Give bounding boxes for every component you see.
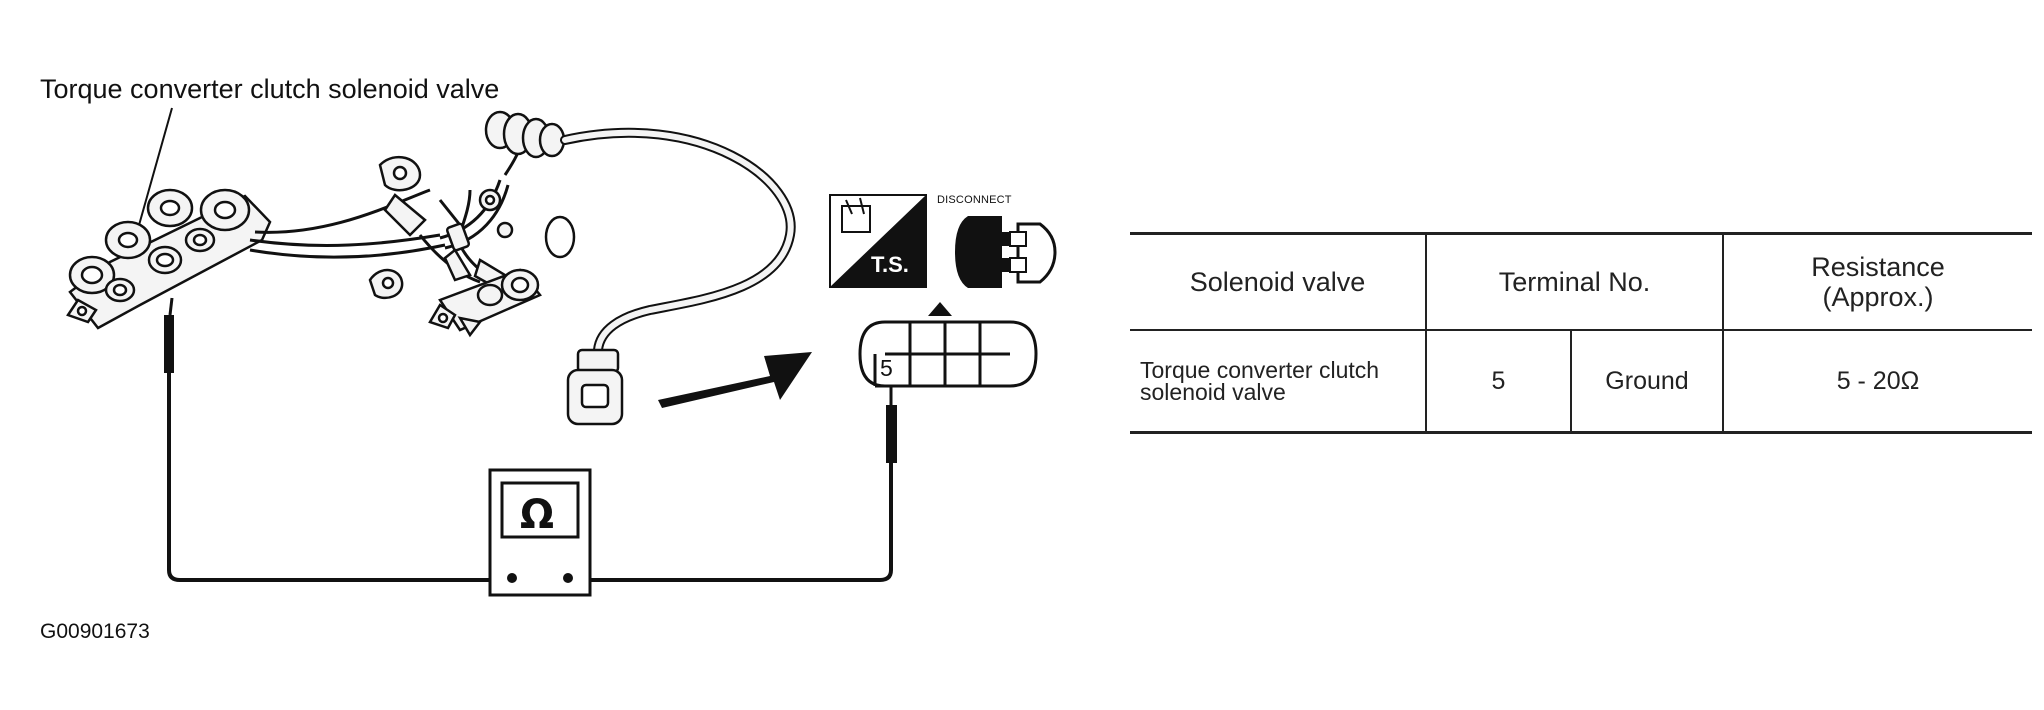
connector-pin-label: 5: [880, 355, 893, 381]
resistance-spec-table: Solenoid valve Terminal No. Resistance (…: [1130, 232, 2032, 434]
terminal-service-icon: [829, 194, 927, 288]
solenoid-callout-label: Torque converter clutch solenoid valve: [40, 74, 500, 104]
header-terminal-no: Terminal No.: [1425, 233, 1723, 330]
disconnect-label: DISCONNECT: [937, 194, 1012, 206]
solenoid-valve-body: [66, 188, 272, 330]
table-header-row: Solenoid valve Terminal No. Resistance (…: [1130, 233, 2032, 330]
cell-terminal-a: 5: [1425, 330, 1571, 433]
connector-face: [858, 320, 1038, 388]
cell-terminal-b: Ground: [1570, 330, 1723, 433]
secondary-solenoid: [428, 268, 542, 338]
wiring-diagram: [66, 107, 1057, 597]
arrow-right-icon: [658, 352, 812, 408]
header-resistance: Resistance (Approx.): [1722, 233, 2032, 330]
cell-valve: Torque converter clutch solenoid valve: [1140, 357, 1380, 405]
grommet: [484, 110, 566, 159]
probe-right: [886, 385, 897, 570]
ohmmeter-icon: [488, 468, 592, 597]
test-lead-right: [572, 569, 893, 582]
harness-clips: [368, 155, 576, 300]
cell-resistance: 5 - 20Ω: [1722, 330, 2032, 433]
probe-left: [164, 297, 174, 570]
header-solenoid-valve: Solenoid valve: [1189, 267, 1366, 297]
ts-label: T.S.: [871, 252, 909, 277]
disconnect-connector-icon: [955, 216, 1057, 288]
ohm-symbol: Ω: [520, 492, 555, 538]
test-lead-left: [167, 569, 512, 582]
long-harness-cable: [560, 127, 796, 355]
table-row: Torque converter clutch solenoid valve 5…: [1130, 330, 2032, 433]
harness-connector: [566, 348, 624, 426]
arrow-up-icon: [928, 302, 952, 316]
figure-id: G00901673: [40, 620, 150, 643]
